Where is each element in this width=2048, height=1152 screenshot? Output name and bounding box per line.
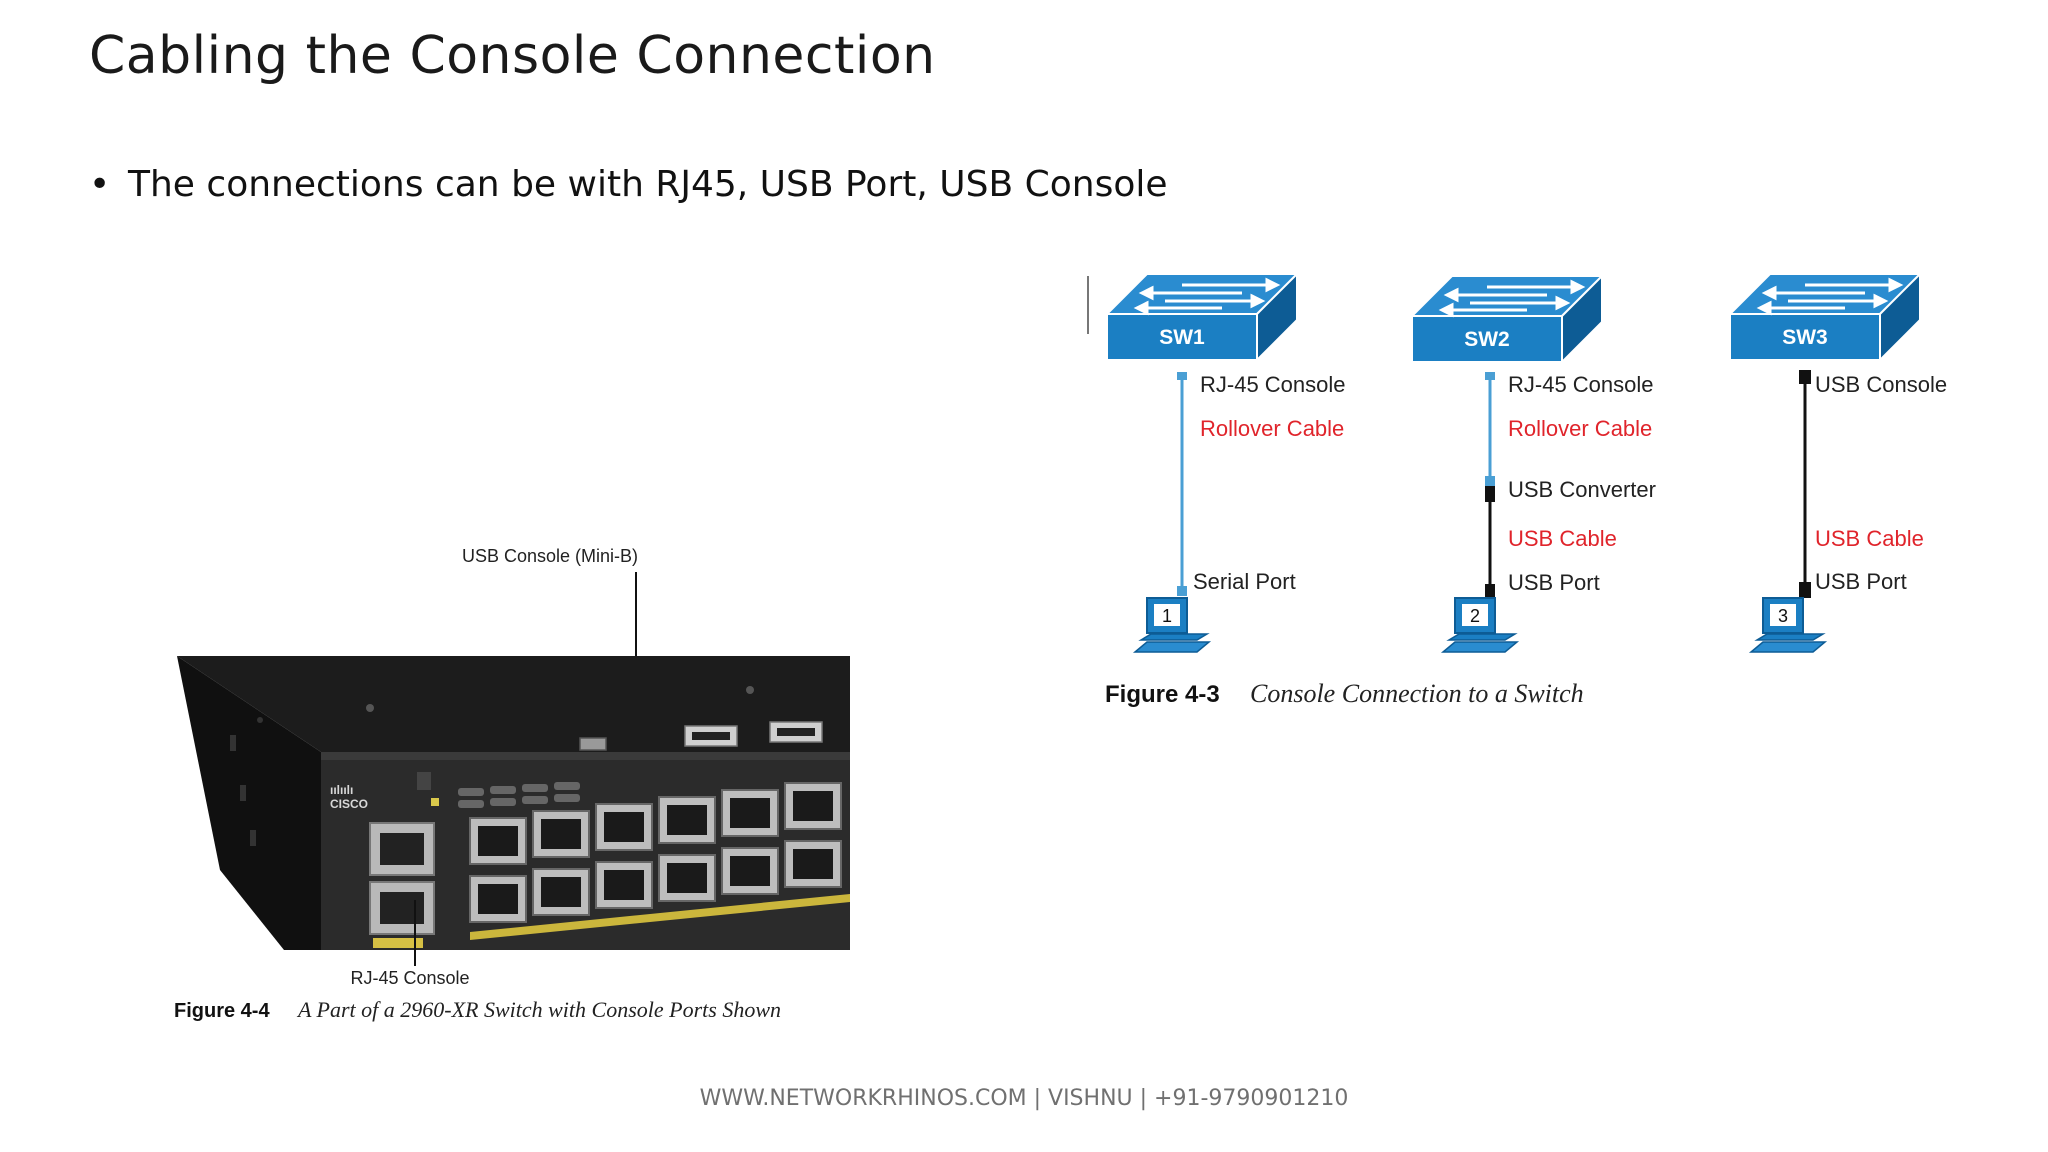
bullet-text: The connections can be with RJ45, USB Po… [128, 164, 1168, 205]
ethernet-port-grid [469, 782, 850, 940]
pc-2-number: 2 [1470, 606, 1480, 626]
rj45-port-opening-icon [380, 833, 424, 865]
slide-title: Cabling the Console Connection [89, 26, 936, 86]
cisco-brand-text: CISCO [330, 797, 368, 811]
switch-sw3: SW3 [1727, 271, 1923, 363]
sw3-usb-connector [1799, 582, 1811, 598]
sw1-cable-label: Rollover Cable [1200, 416, 1344, 441]
sw2-name: SW2 [1464, 328, 1510, 351]
ethernet-port-row-bottom [469, 840, 842, 923]
pc-1-icon: 1 [1132, 597, 1212, 653]
sw2-converter-top [1485, 476, 1495, 486]
pc-1-number: 1 [1162, 606, 1172, 626]
pc-3-icon: 3 [1748, 597, 1828, 653]
console-port-block: ıılıılı CISCO [330, 772, 439, 948]
usb-console-callout: USB Console (Mini-B) [462, 546, 638, 566]
pc-3-number: 3 [1778, 606, 1788, 626]
sw2-cable-label: Rollover Cable [1508, 416, 1652, 441]
led-labels [458, 782, 580, 808]
sw2-rj45-connector [1485, 372, 1495, 380]
switch-arrows-icon [1133, 277, 1281, 316]
bullet-item: • The connections can be with RJ45, USB … [89, 164, 1168, 205]
sw2-usb-connector [1485, 584, 1495, 598]
sw1-port-label: RJ-45 Console [1200, 372, 1346, 397]
sw1-name: SW1 [1159, 326, 1205, 349]
switch-sw2: SW2 [1409, 273, 1605, 365]
pc-2-icon: 2 [1440, 597, 1520, 653]
rj45-port-opening-icon [380, 892, 424, 924]
switch-sw1: SW1 [1104, 271, 1300, 363]
status-led [431, 798, 439, 806]
top-port-row [458, 721, 823, 808]
switch-arrows-icon [1756, 277, 1904, 316]
figure-4-3-number: Figure 4-3 [1105, 681, 1220, 708]
cisco-logo: ıılıılı [330, 783, 353, 797]
sw3-end-label: USB Port [1815, 569, 1907, 594]
console-connection-diagram: SW1 RJ-45 Console Rollover Cable Serial … [1087, 271, 1947, 708]
port-label-strip [373, 938, 423, 948]
sw2-cable2-label: USB Cable [1508, 526, 1617, 551]
slide-footer: WWW.NETWORKRHINOS.COM | VISHNU | +91-979… [699, 1086, 1349, 1111]
sw1-end-label: Serial Port [1193, 569, 1296, 594]
usb-port-opening-icon [777, 728, 815, 736]
switch-arrows-icon [1438, 279, 1586, 318]
sw2-usb-converter [1485, 486, 1495, 502]
sw1-rj45-connector [1177, 372, 1187, 380]
figure-4-3-caption: Console Connection to a Switch [1250, 679, 1584, 708]
sw3-cable-label: USB Cable [1815, 526, 1924, 551]
usb-mini-b-port [579, 737, 607, 751]
sw1-serial-connector [1177, 586, 1187, 596]
switch-photo-figure: USB Console (Mini-B) ıılıılı CISCO [174, 546, 850, 1022]
sw3-port-label: USB Console [1815, 372, 1947, 397]
figure-4-4-number: Figure 4-4 [174, 1000, 270, 1022]
sw2-port-label: RJ-45 Console [1508, 372, 1654, 397]
rj45-console-callout: RJ-45 Console [350, 968, 469, 988]
bullet-dot: • [89, 164, 111, 205]
sw2-end-label: USB Port [1508, 570, 1600, 595]
ethernet-port-row-top [469, 782, 842, 865]
sw2-converter-label: USB Converter [1508, 477, 1656, 502]
figure-4-4-caption: A Part of a 2960-XR Switch with Console … [296, 997, 781, 1022]
usb-port-opening-icon [692, 732, 730, 740]
sw3-usb-console-connector [1799, 370, 1811, 384]
poe-strip [470, 894, 850, 940]
sw3-name: SW3 [1782, 326, 1828, 349]
mode-button [417, 772, 431, 790]
